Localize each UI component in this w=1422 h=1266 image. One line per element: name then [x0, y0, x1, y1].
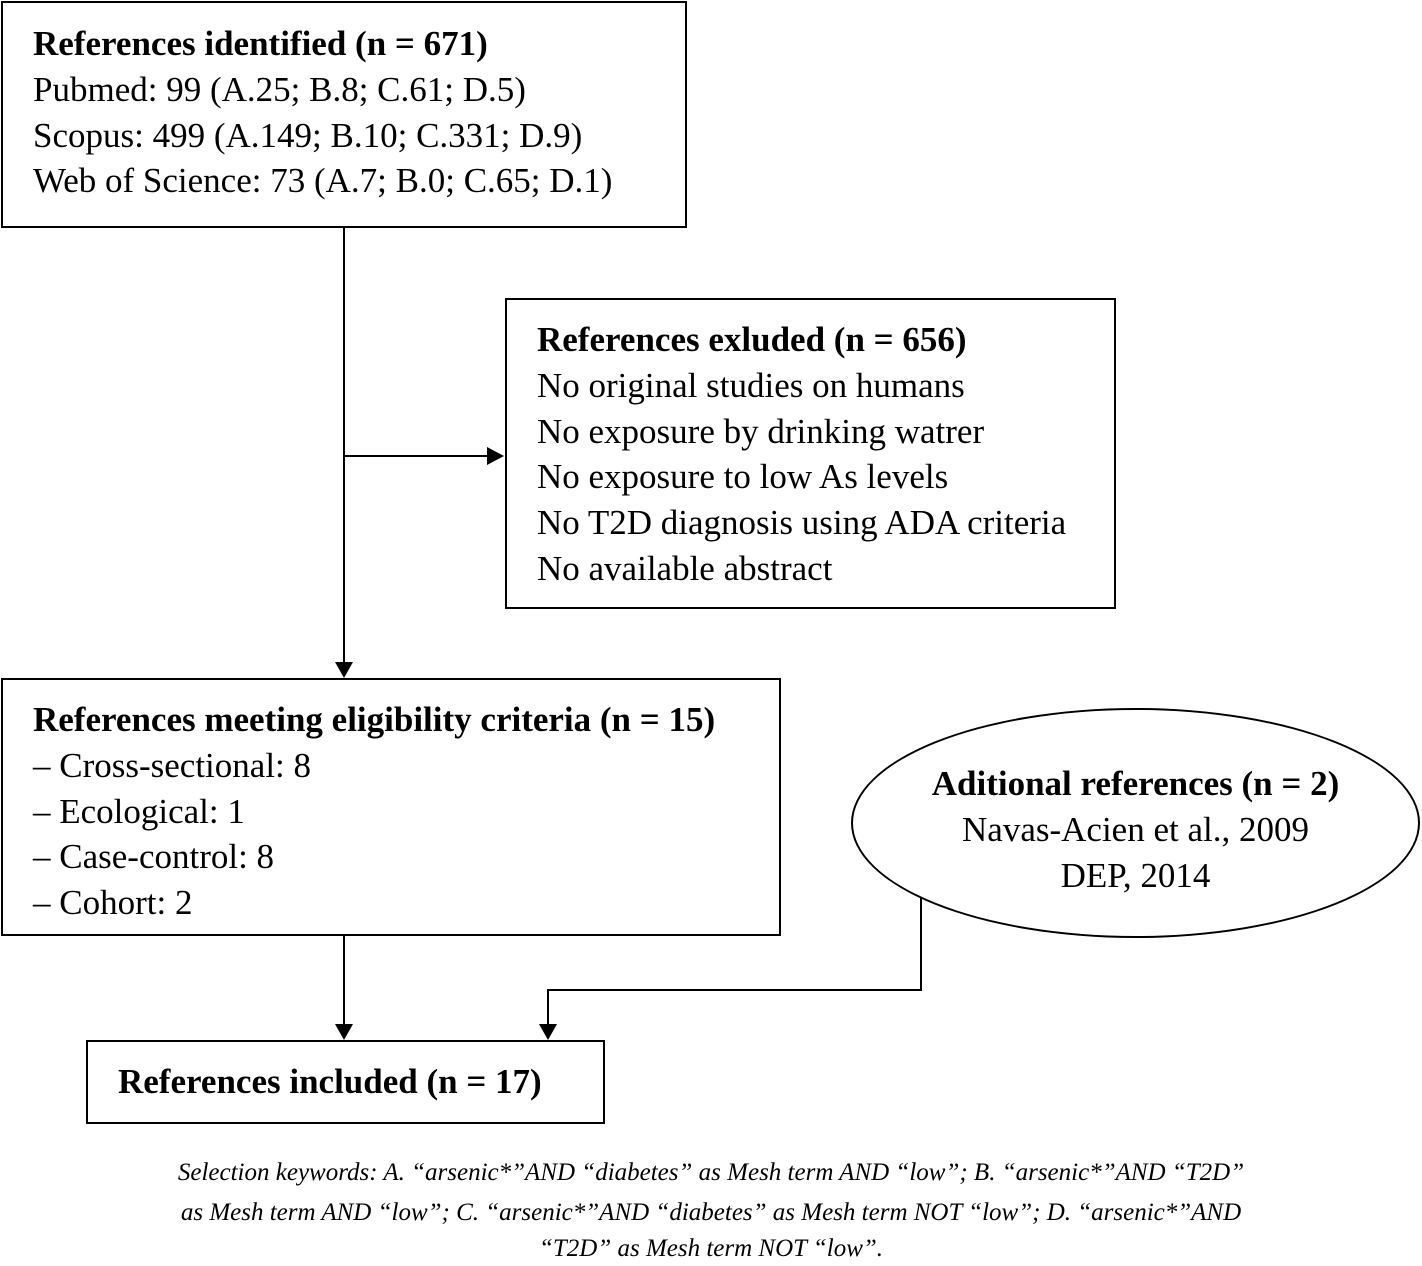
- identified-line-wos: Web of Science: 73 (A.7; B.0; C.65; D.1): [33, 161, 613, 200]
- identified-line-scopus: Scopus: 499 (A.149; B.10; C.331; D.9): [33, 116, 583, 155]
- additional-reference: DEP, 2014: [1060, 856, 1211, 895]
- caption-line: as Mesh term AND “low”; C. “arsenic*”AND…: [180, 1199, 1242, 1226]
- excluded-title: References exluded (n = 656): [537, 320, 967, 359]
- excluded-reason: No available abstract: [537, 549, 833, 588]
- caption-line: Selection keywords: A. “arsenic*”AND “di…: [177, 1159, 1245, 1186]
- arrowhead-included-right: [539, 1024, 557, 1040]
- included-box: References included (n = 17): [86, 1040, 605, 1124]
- eligible-box: References meeting eligibility criteria …: [1, 678, 781, 936]
- arrowhead-eligible: [335, 662, 353, 678]
- identified-box: References identified (n = 671) Pubmed: …: [1, 1, 687, 228]
- arrowhead-excluded: [487, 447, 504, 465]
- excluded-reason: No T2D diagnosis using ADA criteria: [537, 503, 1067, 542]
- eligible-title: References meeting eligibility criteria …: [33, 700, 716, 739]
- additional-references-ellipse: Aditional references (n = 2) Navas-Acien…: [851, 708, 1420, 938]
- excluded-reason: No exposure by drinking watrer: [537, 412, 985, 451]
- additional-title: Aditional references (n = 2): [931, 764, 1340, 803]
- identified-title: References identified (n = 671): [33, 24, 488, 63]
- arrowhead-included-left: [335, 1024, 353, 1040]
- eligible-study-type: – Cross-sectional: 8: [33, 746, 312, 785]
- excluded-reason: No exposure to low As levels: [537, 457, 949, 496]
- eligible-study-type: – Cohort: 2: [33, 883, 193, 922]
- eligible-study-type: – Case-control: 8: [33, 837, 275, 876]
- caption-line: “T2D” as Mesh term NOT “low”.: [538, 1235, 884, 1262]
- additional-reference: Navas-Acien et al., 2009: [962, 810, 1309, 849]
- excluded-box: References exluded (n = 656) No original…: [505, 298, 1116, 609]
- excluded-reason: No original studies on humans: [537, 366, 965, 405]
- included-title: References included (n = 17): [118, 1062, 542, 1101]
- identified-line-pubmed: Pubmed: 99 (A.25; B.8; C.61; D.5): [33, 70, 526, 109]
- eligible-study-type: – Ecological: 1: [33, 792, 245, 831]
- connector-additional-to-included: [547, 898, 922, 1026]
